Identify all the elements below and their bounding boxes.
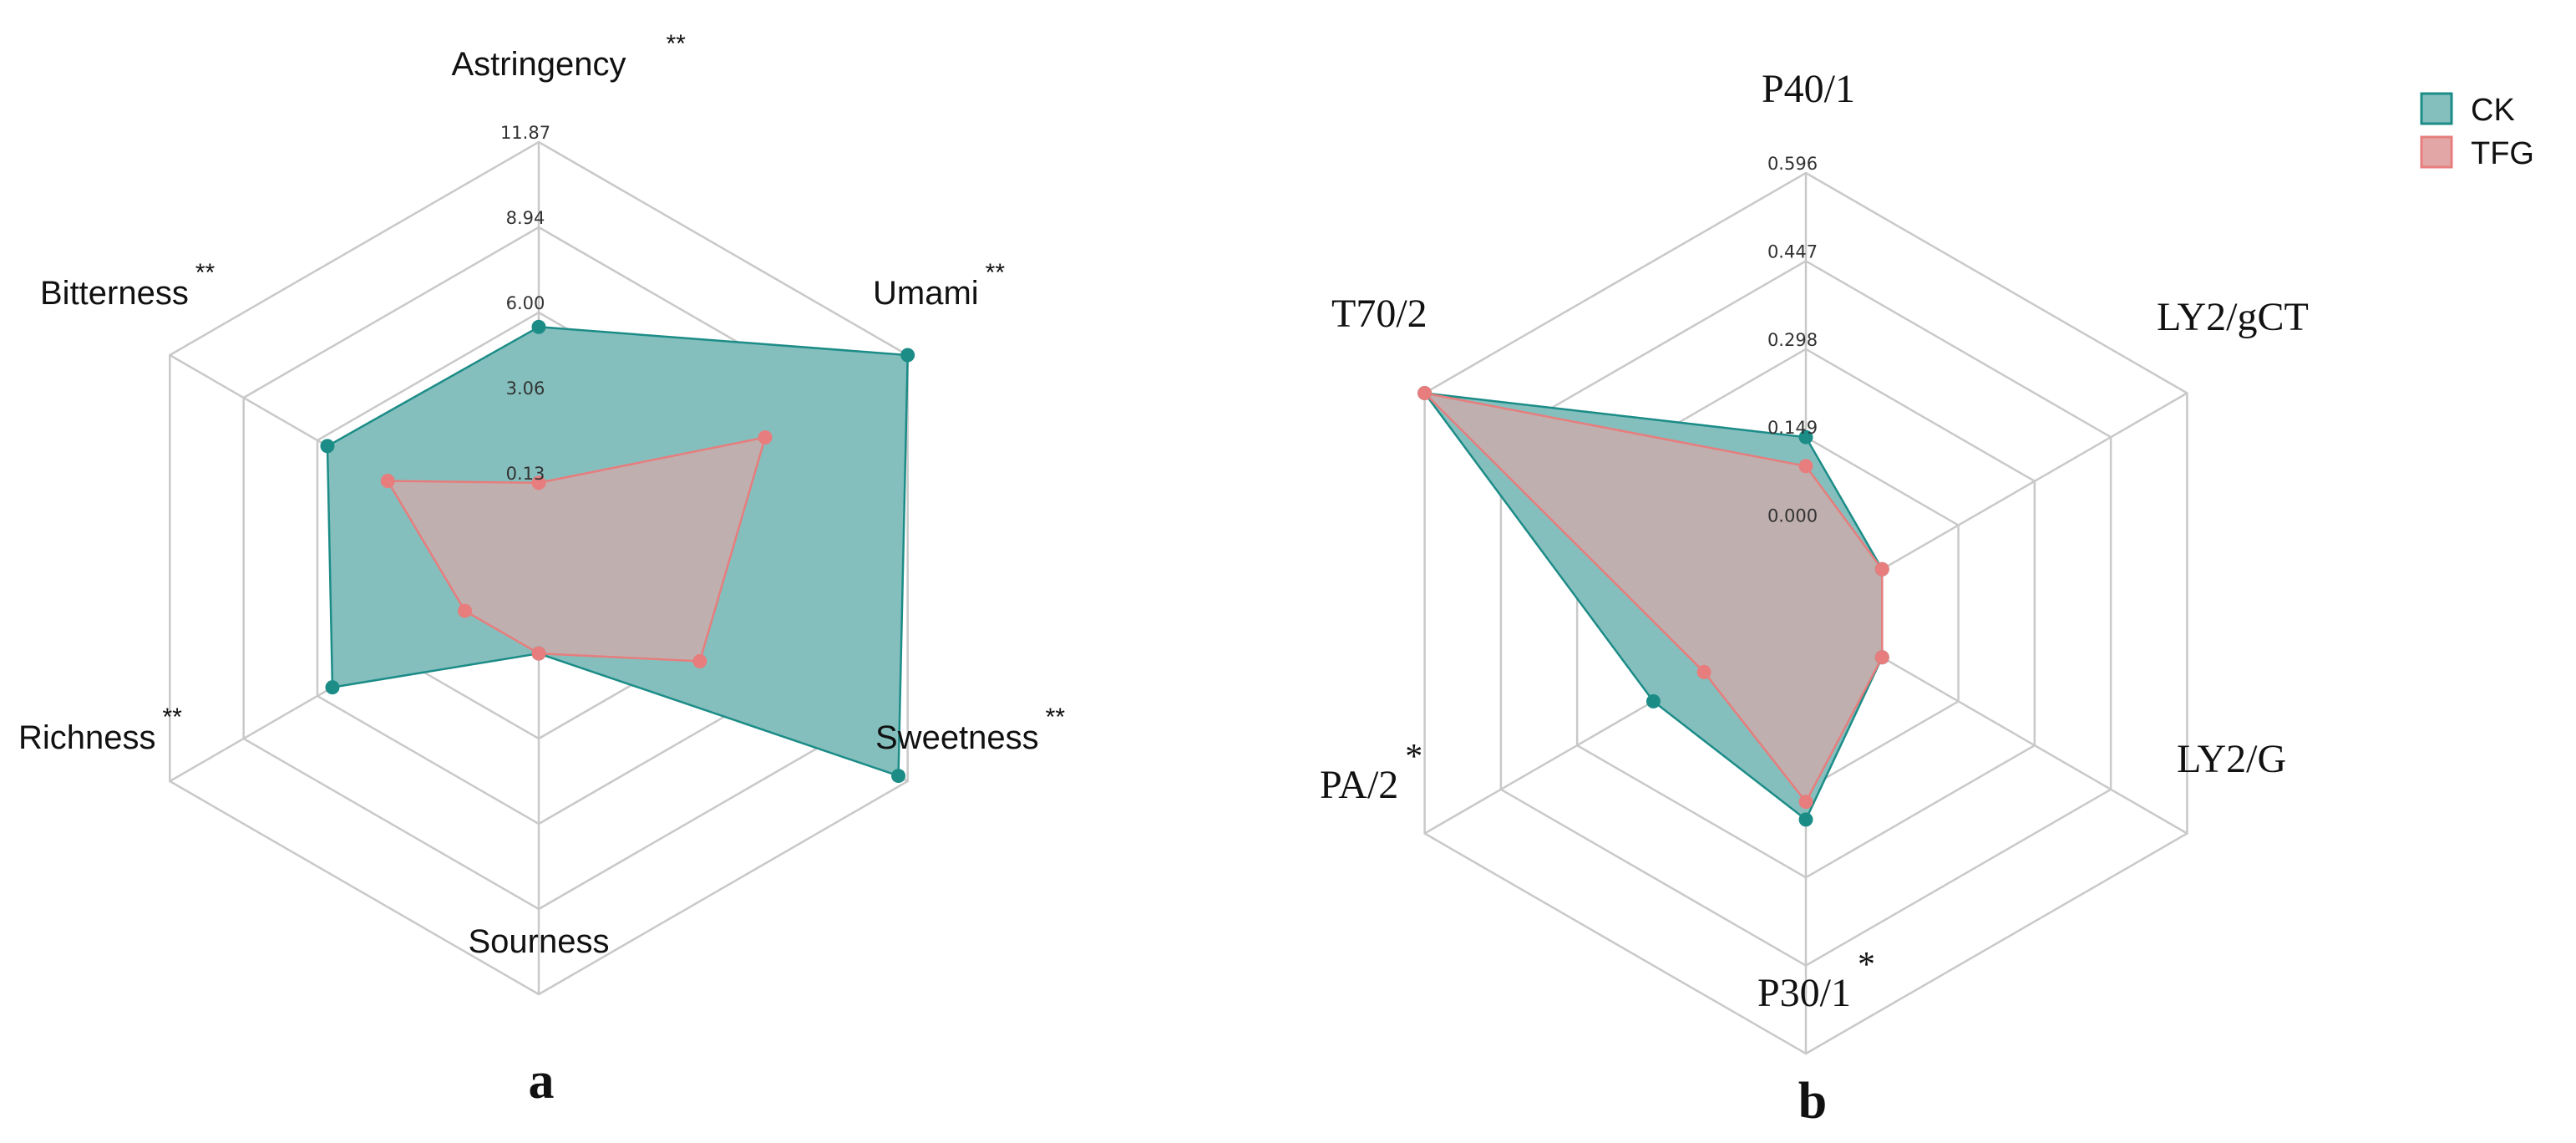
data-point-tfg	[758, 429, 773, 444]
data-point-tfg	[531, 646, 546, 661]
tick-label: 6.00	[506, 293, 545, 313]
axis-label: Bitterness	[40, 275, 189, 312]
tick-label: 0.447	[1767, 241, 1818, 262]
panel-label-a: a	[529, 1053, 555, 1110]
data-point-tfg	[458, 603, 473, 618]
panel-label-b: b	[1798, 1073, 1827, 1130]
legend-swatch-tfg	[2420, 135, 2453, 169]
data-point-tfg	[380, 474, 395, 489]
radar-areas-b	[1417, 386, 1889, 827]
tick-label: 11.87	[500, 123, 550, 143]
axis-label: Astringency	[452, 46, 626, 83]
significance-mark: *	[1405, 738, 1422, 776]
significance-mark: *	[1858, 946, 1875, 984]
radar-ticks-b: 0.000 0.149 0.298 0.447 0.596	[1767, 154, 1818, 526]
axis-label: Umami	[873, 275, 979, 312]
significance-mark: **	[1046, 704, 1066, 731]
axis-label: P40/1	[1762, 67, 1855, 111]
data-point-ck	[320, 439, 335, 454]
axis-label: Sweetness	[875, 719, 1039, 756]
tick-label: 0.13	[506, 464, 545, 484]
data-point-tfg	[1696, 664, 1711, 679]
axis-label: Richness	[18, 719, 156, 756]
data-point-tfg	[1798, 459, 1813, 474]
radar-axis-labels-a: Astringency**Umami**Sweetness**SournessR…	[18, 30, 1065, 960]
data-point-tfg	[1874, 650, 1889, 665]
data-point-ck	[325, 680, 340, 695]
tick-label: 0.000	[1767, 506, 1818, 526]
data-point-ck	[1645, 693, 1661, 709]
significance-mark: **	[666, 30, 686, 58]
data-point-ck	[1798, 812, 1813, 827]
axis-label: PA/2	[1320, 763, 1398, 807]
radar-areas-a	[320, 319, 915, 784]
tick-label: 0.596	[1767, 154, 1818, 174]
data-point-tfg	[1874, 561, 1889, 577]
axis-label: LY2/gCT	[2157, 295, 2309, 339]
data-point-ck	[900, 348, 915, 363]
axis-label: Sourness	[469, 923, 610, 960]
legend-label-ck: CK	[2471, 93, 2515, 128]
grid-spoke	[1881, 392, 2188, 571]
axis-label: LY2/G	[2177, 737, 2286, 781]
axis-label: T70/2	[1331, 292, 1427, 336]
grid-spoke	[1881, 656, 2188, 835]
radar-ticks-a: 0.13 3.06 6.00 8.94 11.87	[500, 123, 550, 484]
tick-label: 0.149	[1767, 418, 1818, 438]
axis-label: P30/1	[1757, 971, 1851, 1015]
significance-mark: **	[986, 259, 1006, 287]
data-point-tfg	[531, 475, 546, 490]
significance-mark: **	[195, 259, 216, 287]
data-point-tfg	[1417, 386, 1433, 400]
data-point-ck	[531, 319, 546, 334]
tick-label: 0.298	[1767, 330, 1818, 350]
tick-label: 8.94	[506, 208, 545, 228]
tick-label: 3.06	[506, 378, 545, 399]
significance-mark: **	[163, 704, 183, 731]
data-point-tfg	[1798, 795, 1813, 810]
data-point-ck	[1798, 429, 1813, 444]
legend-swatch-ck	[2420, 92, 2453, 125]
legend-label-tfg: TFG	[2471, 136, 2534, 171]
data-point-ck	[891, 769, 906, 784]
legend: CK TFG	[2420, 92, 2534, 171]
data-point-tfg	[692, 653, 707, 668]
